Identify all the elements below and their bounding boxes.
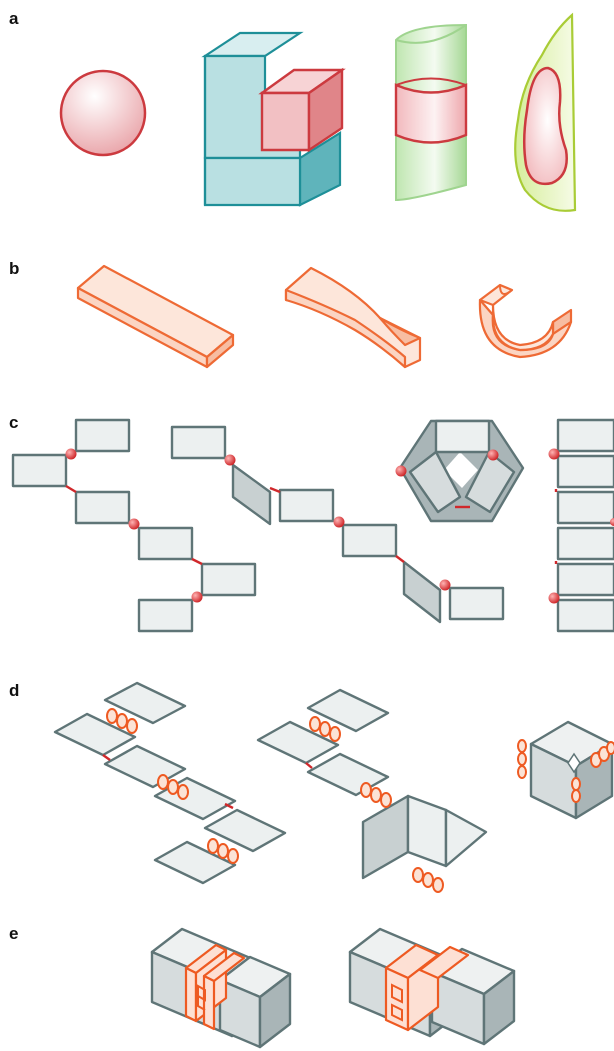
hinge-cylinder [116, 713, 128, 729]
folded-tile [361, 794, 410, 880]
hinged-chain-1 [53, 681, 287, 885]
twisted-bar [284, 266, 422, 369]
hinge-cylinder [571, 777, 581, 791]
hinge-cylinder [167, 779, 179, 795]
hinged-tile [444, 808, 488, 868]
chain-tile [556, 562, 614, 597]
hinge-cylinder [517, 765, 527, 779]
hinge-cylinder [207, 838, 219, 854]
hinged-tile [306, 688, 390, 733]
hinge-cylinder [412, 867, 424, 883]
joint-ball [548, 448, 560, 460]
half-ring [478, 283, 573, 359]
joint-ball [333, 516, 345, 528]
hinged-tile [203, 808, 287, 853]
chain-tile [556, 418, 614, 453]
block-side [482, 969, 516, 1046]
hinge-cylinder [177, 784, 189, 800]
panel-label-a: a [9, 9, 19, 28]
ring-tile [464, 450, 516, 514]
chain-tile [74, 418, 131, 453]
panel-label-d: d [9, 681, 19, 700]
hexagon-ring [395, 419, 525, 523]
straight-bar [76, 264, 235, 369]
joint-ball [439, 579, 451, 591]
panel-d [53, 681, 614, 893]
hinge-cylinder [217, 843, 229, 859]
hinge-cylinder [432, 877, 444, 893]
hinge-cylinder [606, 741, 614, 755]
hinge-cylinder [380, 792, 392, 808]
ring-tile [434, 419, 491, 454]
joint-ball [128, 518, 140, 530]
leaf-with-cell [514, 12, 577, 212]
cylinder-with-red-band [394, 23, 468, 202]
hinge-cylinder [157, 774, 169, 790]
chain-tile [170, 425, 227, 460]
panel-label-e: e [9, 924, 18, 943]
hinged-tile [53, 712, 137, 757]
hinged-cube [517, 720, 614, 820]
hinge-cylinder [422, 872, 434, 888]
joint-ball [191, 591, 203, 603]
folded-tile [402, 560, 442, 624]
hinge-cylinder [370, 787, 382, 803]
linked-blocks-1 [150, 927, 292, 1049]
ring-tile [408, 450, 462, 514]
hinge-cylinder [329, 726, 341, 742]
chain-tile [74, 490, 131, 525]
chain-1 [11, 418, 257, 633]
hinge-cylinder [106, 708, 118, 724]
sphere-particle [59, 69, 147, 157]
chain-tile [200, 562, 257, 597]
link-band [202, 974, 216, 1031]
teal-block-with-red-cube [201, 31, 346, 207]
hinged-chain-2 [256, 688, 488, 893]
joint-ball [487, 449, 499, 461]
chain-tile [278, 488, 335, 523]
chain-tile [11, 453, 68, 488]
hinge-cylinder [309, 716, 321, 732]
link-band [184, 966, 198, 1023]
chain-tile [137, 526, 194, 561]
panel-e [150, 927, 516, 1049]
chain-tile [556, 490, 614, 525]
hinge-cylinder [360, 782, 372, 798]
panel-label-b: b [9, 259, 19, 278]
chain-tile [556, 454, 614, 489]
joint-ball [395, 465, 407, 477]
joint-ball [548, 592, 560, 604]
hinged-tile [406, 794, 448, 868]
chain-tile [556, 598, 614, 633]
hinged-tile [256, 720, 340, 765]
hinge-cylinder [319, 721, 331, 737]
joint-ball [224, 454, 236, 466]
chain-2 [170, 425, 505, 624]
joint-ball [65, 448, 77, 460]
block-side [258, 972, 292, 1049]
hinged-tile [103, 681, 187, 725]
link-band [418, 945, 470, 980]
chain-tile [137, 598, 194, 633]
hinge-cylinder [126, 718, 138, 734]
chain-tile [556, 526, 614, 561]
panel-label-c: c [9, 413, 18, 432]
linked-blocks-2 [348, 927, 516, 1046]
chain-tile [341, 523, 398, 558]
hinged-tile [153, 840, 237, 885]
stacked-chain [548, 418, 614, 633]
hinge-cylinder [517, 739, 527, 753]
folded-tile [231, 463, 272, 526]
panel-a [59, 12, 577, 212]
hinge-cylinder [571, 789, 581, 803]
panel-c [11, 418, 614, 633]
panel-b [76, 264, 573, 369]
hinge-cylinder [517, 752, 527, 766]
joint-ball [610, 518, 614, 526]
chain-tile [448, 586, 505, 621]
hinge-cylinder [227, 848, 239, 864]
